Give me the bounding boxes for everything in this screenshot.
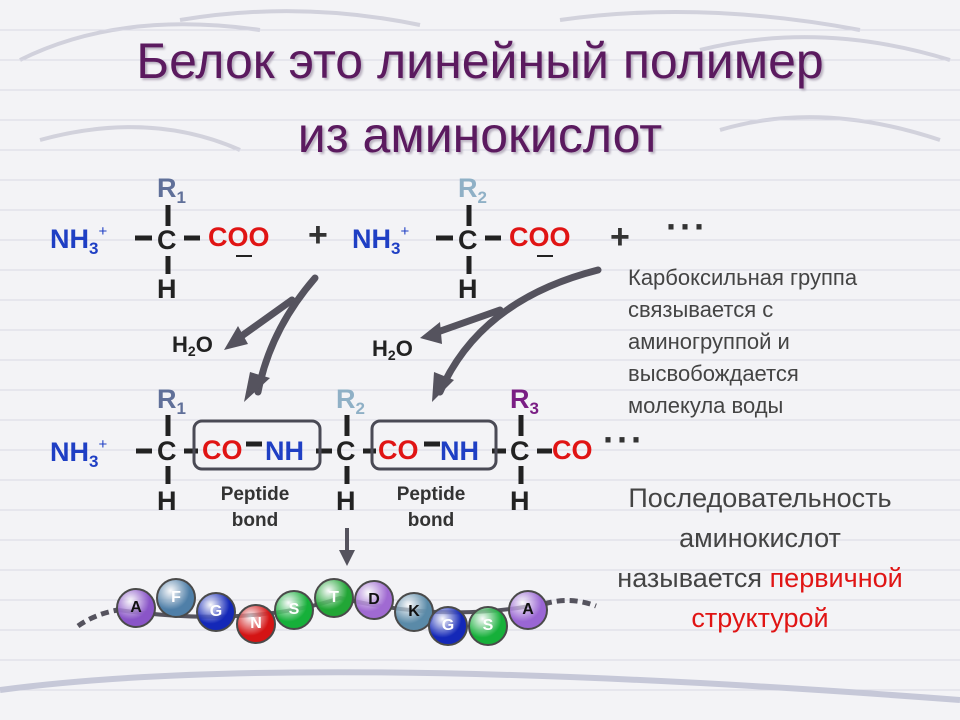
hydrogen-1: H bbox=[157, 274, 177, 304]
amino-acid-bead: S bbox=[468, 606, 508, 646]
plus-sign-1: + bbox=[308, 216, 328, 254]
ellipsis-top: ··· bbox=[666, 206, 708, 247]
amino-acid-bead: A bbox=[116, 588, 156, 628]
amino-acid-bead: F bbox=[156, 578, 196, 618]
summary-text: Последовательность аминокислот называетс… bbox=[617, 483, 903, 633]
water-label-1: H2O bbox=[172, 332, 213, 359]
product-r3-label: R3 bbox=[510, 384, 539, 418]
product-amino-group: NH3+ bbox=[50, 436, 108, 471]
carboxyl-group-1: COO bbox=[208, 222, 270, 252]
product-nh-2: NH bbox=[440, 436, 479, 466]
carbon-1: C bbox=[157, 225, 177, 255]
product-hydrogen-2: H bbox=[336, 486, 356, 516]
amino-acid-bead: D bbox=[354, 580, 394, 620]
ellipsis-product: ··· bbox=[603, 419, 645, 460]
carboxyl-group-2: COO bbox=[509, 222, 571, 252]
peptide-box-2 bbox=[370, 419, 498, 471]
plus-sign-2: + bbox=[610, 218, 630, 256]
product-co-3: CO bbox=[552, 435, 593, 465]
bond-lines bbox=[135, 205, 552, 484]
product-co-1: CO bbox=[202, 435, 243, 465]
amino-acid-bead: S bbox=[274, 590, 314, 630]
amino-acid-bead: T bbox=[314, 578, 354, 618]
title-line-1: Белок это линейный полимер bbox=[136, 33, 824, 89]
r2-label: R2 bbox=[458, 173, 487, 207]
amino-group-2: NH3+ bbox=[352, 223, 410, 258]
peptide-box-1 bbox=[192, 419, 322, 471]
amino-acid-bead: G bbox=[428, 606, 468, 646]
amino-acid-bead: A bbox=[508, 590, 548, 630]
product-r2-label: R2 bbox=[336, 384, 365, 418]
product-hydrogen-3: H bbox=[510, 486, 530, 516]
r1-label: R1 bbox=[157, 173, 186, 207]
amino-group-1: NH3+ bbox=[50, 223, 108, 258]
product-hydrogen-1: H bbox=[157, 486, 177, 516]
product-co-2: CO bbox=[378, 435, 419, 465]
product-r1-label: R1 bbox=[157, 384, 186, 418]
water-label-2: H2O bbox=[372, 336, 413, 363]
carbon-2: C bbox=[458, 225, 478, 255]
product-carbon-2: C bbox=[336, 436, 356, 466]
product-carbon-1: C bbox=[157, 436, 177, 466]
reaction-note: Карбоксильная группа связывается с амино… bbox=[628, 265, 858, 418]
title-line-2: из аминокислот bbox=[297, 107, 663, 163]
product-carbon-3: C bbox=[510, 436, 530, 466]
hydrogen-2: H bbox=[458, 274, 478, 304]
product-nh-1: NH bbox=[265, 436, 304, 466]
amino-acid-bead: N bbox=[236, 604, 276, 644]
amino-acid-bead: G bbox=[196, 592, 236, 632]
